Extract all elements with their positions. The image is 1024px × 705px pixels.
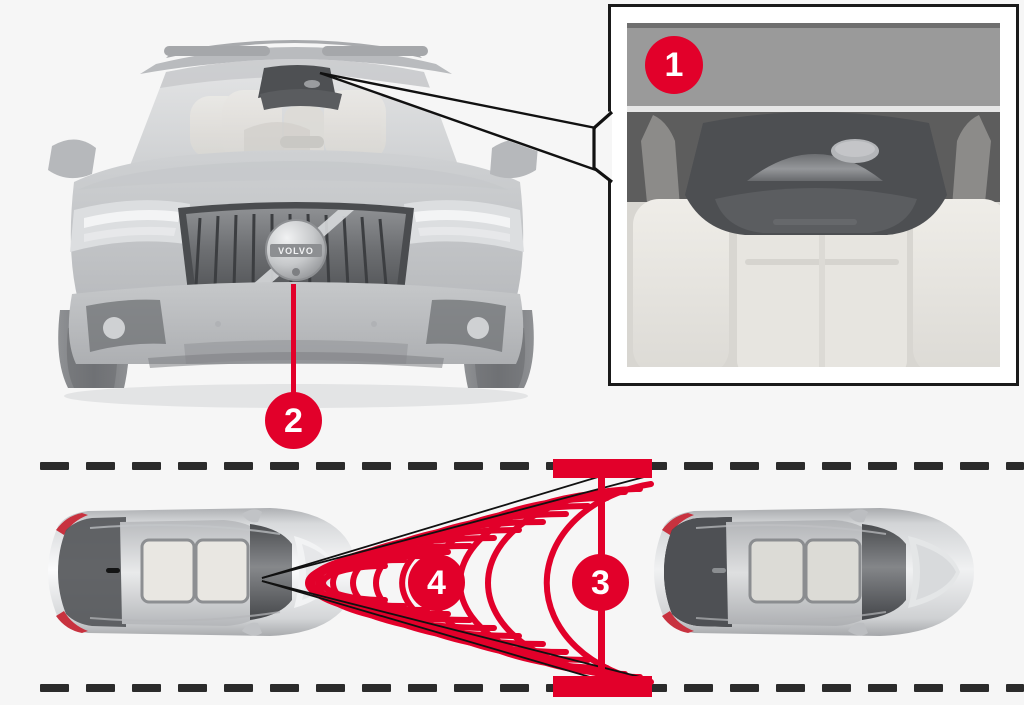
lead-vehicle-top-view (654, 508, 974, 636)
lane-dash (868, 684, 897, 692)
lane-dash (40, 462, 69, 470)
interior-rear-view-mirror (258, 65, 342, 110)
lane-marking-bottom (0, 684, 1024, 692)
lane-dash (776, 684, 805, 692)
lane-marking-top (0, 462, 1024, 470)
lane-dash (270, 684, 299, 692)
inset-light-seam (627, 106, 1000, 112)
lane-dash (224, 462, 253, 470)
lane-dash (40, 684, 69, 692)
lane-dash (1006, 684, 1024, 692)
callout-badge-3-label: 3 (591, 563, 610, 602)
lane-dash (408, 684, 437, 692)
lane-dash (914, 684, 943, 692)
lane-dash (914, 462, 943, 470)
lane-dash (638, 684, 667, 692)
lane-dash (1006, 462, 1024, 470)
lane-dash (500, 684, 529, 692)
lane-dash (86, 462, 115, 470)
headlights (70, 200, 524, 252)
lane-dash (362, 684, 391, 692)
front-grille: VOLVO (178, 202, 414, 297)
front-bumper (68, 282, 524, 368)
inset-cabin (627, 202, 1000, 367)
lane-dash (132, 462, 161, 470)
lane-dash (270, 462, 299, 470)
lane-dash (822, 462, 851, 470)
lane-dash (500, 462, 529, 470)
svg-text:VOLVO: VOLVO (278, 246, 314, 256)
lane-dash (316, 462, 345, 470)
lane-dash (86, 684, 115, 692)
lane-dash (454, 684, 483, 692)
callout-badge-2-label: 2 (284, 401, 303, 440)
lane-dash (132, 684, 161, 692)
lane-dash (362, 462, 391, 470)
inset-headliner (627, 112, 1000, 202)
front-view-car-illustration: VOLVO (48, 40, 538, 408)
lane-dash (638, 462, 667, 470)
callout-badge-2[interactable]: 2 (265, 392, 322, 449)
lane-dash (960, 462, 989, 470)
lane-dash (730, 684, 759, 692)
lane-dash (684, 462, 713, 470)
lane-dash (224, 684, 253, 692)
callout-badge-1-label: 1 (664, 46, 684, 84)
lane-dash (454, 462, 483, 470)
lane-dash (868, 462, 897, 470)
lane-dash (316, 684, 345, 692)
inset-roof-edge (627, 23, 1000, 28)
callout-badge-3[interactable]: 3 (572, 554, 629, 611)
callout-badge-4[interactable]: 4 (408, 554, 465, 611)
callout-badge-1[interactable]: 1 (645, 36, 703, 94)
lane-dash (730, 462, 759, 470)
lane-dash (178, 462, 207, 470)
own-vehicle-top-view (48, 508, 356, 636)
lane-dash (960, 684, 989, 692)
lane-dash (178, 684, 207, 692)
lane-dash (776, 462, 805, 470)
lane-dash (822, 684, 851, 692)
lane-dash (684, 684, 713, 692)
lane-dash (408, 462, 437, 470)
callout-badge-4-label: 4 (427, 563, 446, 602)
